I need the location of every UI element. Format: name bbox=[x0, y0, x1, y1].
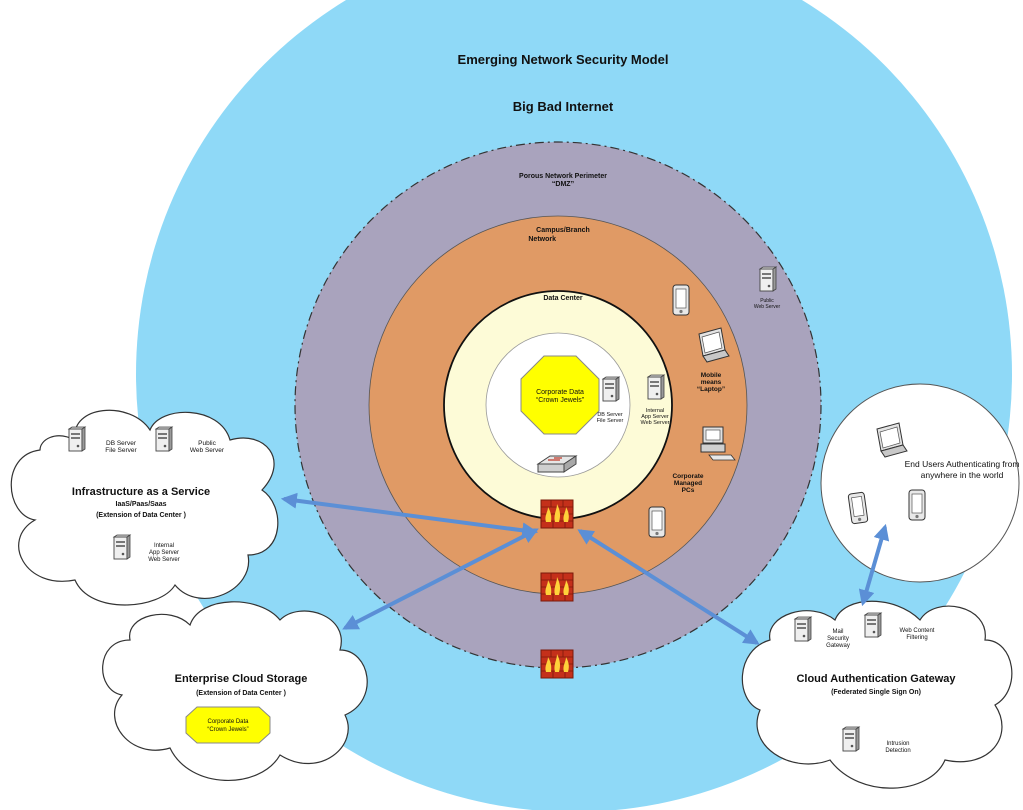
storage-note: (Extension of Data Center ) bbox=[196, 690, 286, 697]
datacenter-label: Data Center bbox=[543, 295, 583, 302]
iaas-internal-line2: App Server bbox=[149, 550, 179, 556]
server-icon bbox=[647, 374, 665, 400]
iaas-title: Infrastructure as a Service bbox=[72, 486, 210, 498]
db-server-line2: File Server bbox=[597, 418, 624, 424]
mail-line1: Mail bbox=[832, 629, 843, 635]
storage-crown-jewels-octagon bbox=[185, 706, 271, 744]
server-icon bbox=[864, 612, 882, 638]
internal-app-line3: Web Server bbox=[641, 420, 670, 426]
firewall-icon bbox=[540, 499, 574, 529]
tablet-icon bbox=[648, 506, 666, 538]
db-server-line1: DB Server bbox=[597, 412, 623, 418]
arrow-storage bbox=[342, 528, 539, 630]
iaas-public-line2: Web Server bbox=[190, 447, 225, 454]
internal-app-line2: App Server bbox=[641, 414, 669, 420]
server-icon bbox=[759, 266, 777, 292]
mobile-line2: means bbox=[701, 379, 722, 386]
storage-cloud bbox=[102, 601, 368, 782]
mail-line3: Gateway bbox=[826, 643, 850, 649]
iaas-cloud bbox=[10, 409, 279, 606]
iaas-subtitle: IaaS/Paas/Saas bbox=[116, 501, 167, 508]
tablet-icon bbox=[672, 284, 690, 316]
public-web-line1: Public bbox=[760, 298, 774, 304]
perimeter-label-line1: Porous Network Perimeter bbox=[519, 173, 607, 180]
iaas-db-line2: File Server bbox=[105, 447, 137, 454]
server-icon bbox=[794, 616, 812, 642]
auth-gateway-subtitle: (Federated Single Sign On) bbox=[831, 689, 921, 696]
internet-label: Big Bad Internet bbox=[513, 99, 614, 114]
server-icon bbox=[602, 376, 620, 402]
internal-app-line1: Internal bbox=[646, 408, 664, 414]
end-users-line2: anywhere in the world bbox=[921, 470, 1004, 480]
mobile-line1: Mobile bbox=[701, 372, 722, 379]
iaas-note: (Extension of Data Center ) bbox=[96, 512, 186, 519]
auth-gateway-cloud bbox=[741, 600, 1013, 789]
server-icon bbox=[155, 426, 173, 452]
intrusion-line1: Intrusion bbox=[886, 741, 909, 747]
arrow-end-users bbox=[858, 523, 890, 607]
webfilter-line1: Web Content bbox=[900, 628, 935, 634]
server-icon bbox=[113, 534, 131, 560]
iaas-internal-line1: Internal bbox=[154, 543, 174, 549]
mobile-line3: “Laptop” bbox=[697, 386, 725, 393]
firewall-icon bbox=[540, 572, 574, 602]
crown-jewels-line1: Corporate Data bbox=[536, 389, 584, 396]
mail-line2: Security bbox=[827, 636, 849, 642]
corporate-pcs-line2: Managed bbox=[674, 480, 702, 487]
storage-crown-line2: “Crown Jewels” bbox=[207, 727, 248, 733]
server-icon bbox=[842, 726, 860, 752]
crown-jewels-line2: “Crown Jewels” bbox=[536, 397, 585, 404]
arrow-auth-gateway bbox=[577, 529, 760, 645]
connection-arrows bbox=[280, 492, 890, 645]
iaas-public-line1: Public bbox=[198, 440, 216, 447]
corporate-pcs-line3: PCs bbox=[682, 487, 695, 494]
intrusion-line2: Detection bbox=[885, 748, 910, 754]
auth-gateway-title: Cloud Authentication Gateway bbox=[796, 673, 956, 685]
tablet-icon bbox=[847, 491, 869, 525]
iaas-db-line1: DB Server bbox=[106, 440, 137, 447]
end-users-zone bbox=[820, 383, 1020, 583]
campus-label-line1: Campus/Branch bbox=[536, 227, 590, 234]
server-icon bbox=[68, 426, 86, 452]
public-web-line2: Web Server bbox=[754, 304, 781, 310]
storage-title: Enterprise Cloud Storage bbox=[175, 673, 308, 685]
storage-crown-line1: Corporate Data bbox=[207, 719, 249, 725]
end-users-line1: End Users Authenticating from bbox=[905, 459, 1020, 469]
iaas-internal-line3: Web Server bbox=[148, 557, 180, 563]
crown-jewels-octagon bbox=[520, 355, 600, 435]
diagram-title: Emerging Network Security Model bbox=[458, 52, 669, 67]
webfilter-line2: Filtering bbox=[906, 635, 927, 641]
corporate-pcs-line1: Corporate bbox=[672, 473, 703, 480]
tablet-icon bbox=[908, 489, 926, 521]
firewall-icon bbox=[540, 649, 574, 679]
perimeter-label-line2: “DMZ” bbox=[552, 181, 574, 188]
arrow-iaas bbox=[280, 492, 539, 539]
campus-label-line2: Network bbox=[528, 236, 556, 243]
